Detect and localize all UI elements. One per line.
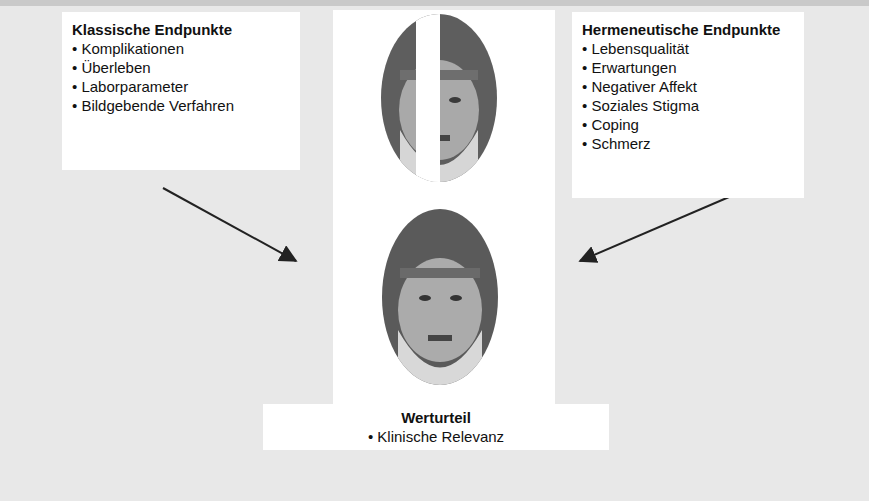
list-item: • Soziales Stigma [582, 96, 794, 115]
list-item: • Coping [582, 115, 794, 134]
list-item: • Bildgebende Verfahren [72, 96, 290, 115]
endpoint-box: Hermeneutische Endpunkte• Lebensqualität… [572, 12, 804, 198]
arrow [163, 188, 296, 261]
list-item: • Negativer Affekt [582, 77, 794, 96]
list-item: • Erwartungen [582, 58, 794, 77]
judgement-box: Werturteil• Klinische Relevanz [263, 404, 609, 450]
list-item: • Überleben [72, 58, 290, 77]
image-panel [333, 10, 555, 405]
top-bar [0, 0, 869, 6]
heading: Werturteil [269, 408, 603, 427]
list-item: • Schmerz [582, 134, 794, 153]
endpoint-box: Klassische Endpunkte• Komplikationen• Üb… [62, 12, 300, 170]
arrow [580, 188, 750, 261]
list-item: • Laborparameter [72, 77, 290, 96]
whole-face [370, 205, 510, 390]
split-face [370, 8, 510, 190]
heading: Klassische Endpunkte [72, 20, 290, 39]
list-item: • Lebensqualität [582, 39, 794, 58]
list-item: • Komplikationen [72, 39, 290, 58]
list-item: • Klinische Relevanz [269, 427, 603, 446]
heading: Hermeneutische Endpunkte [582, 20, 794, 39]
